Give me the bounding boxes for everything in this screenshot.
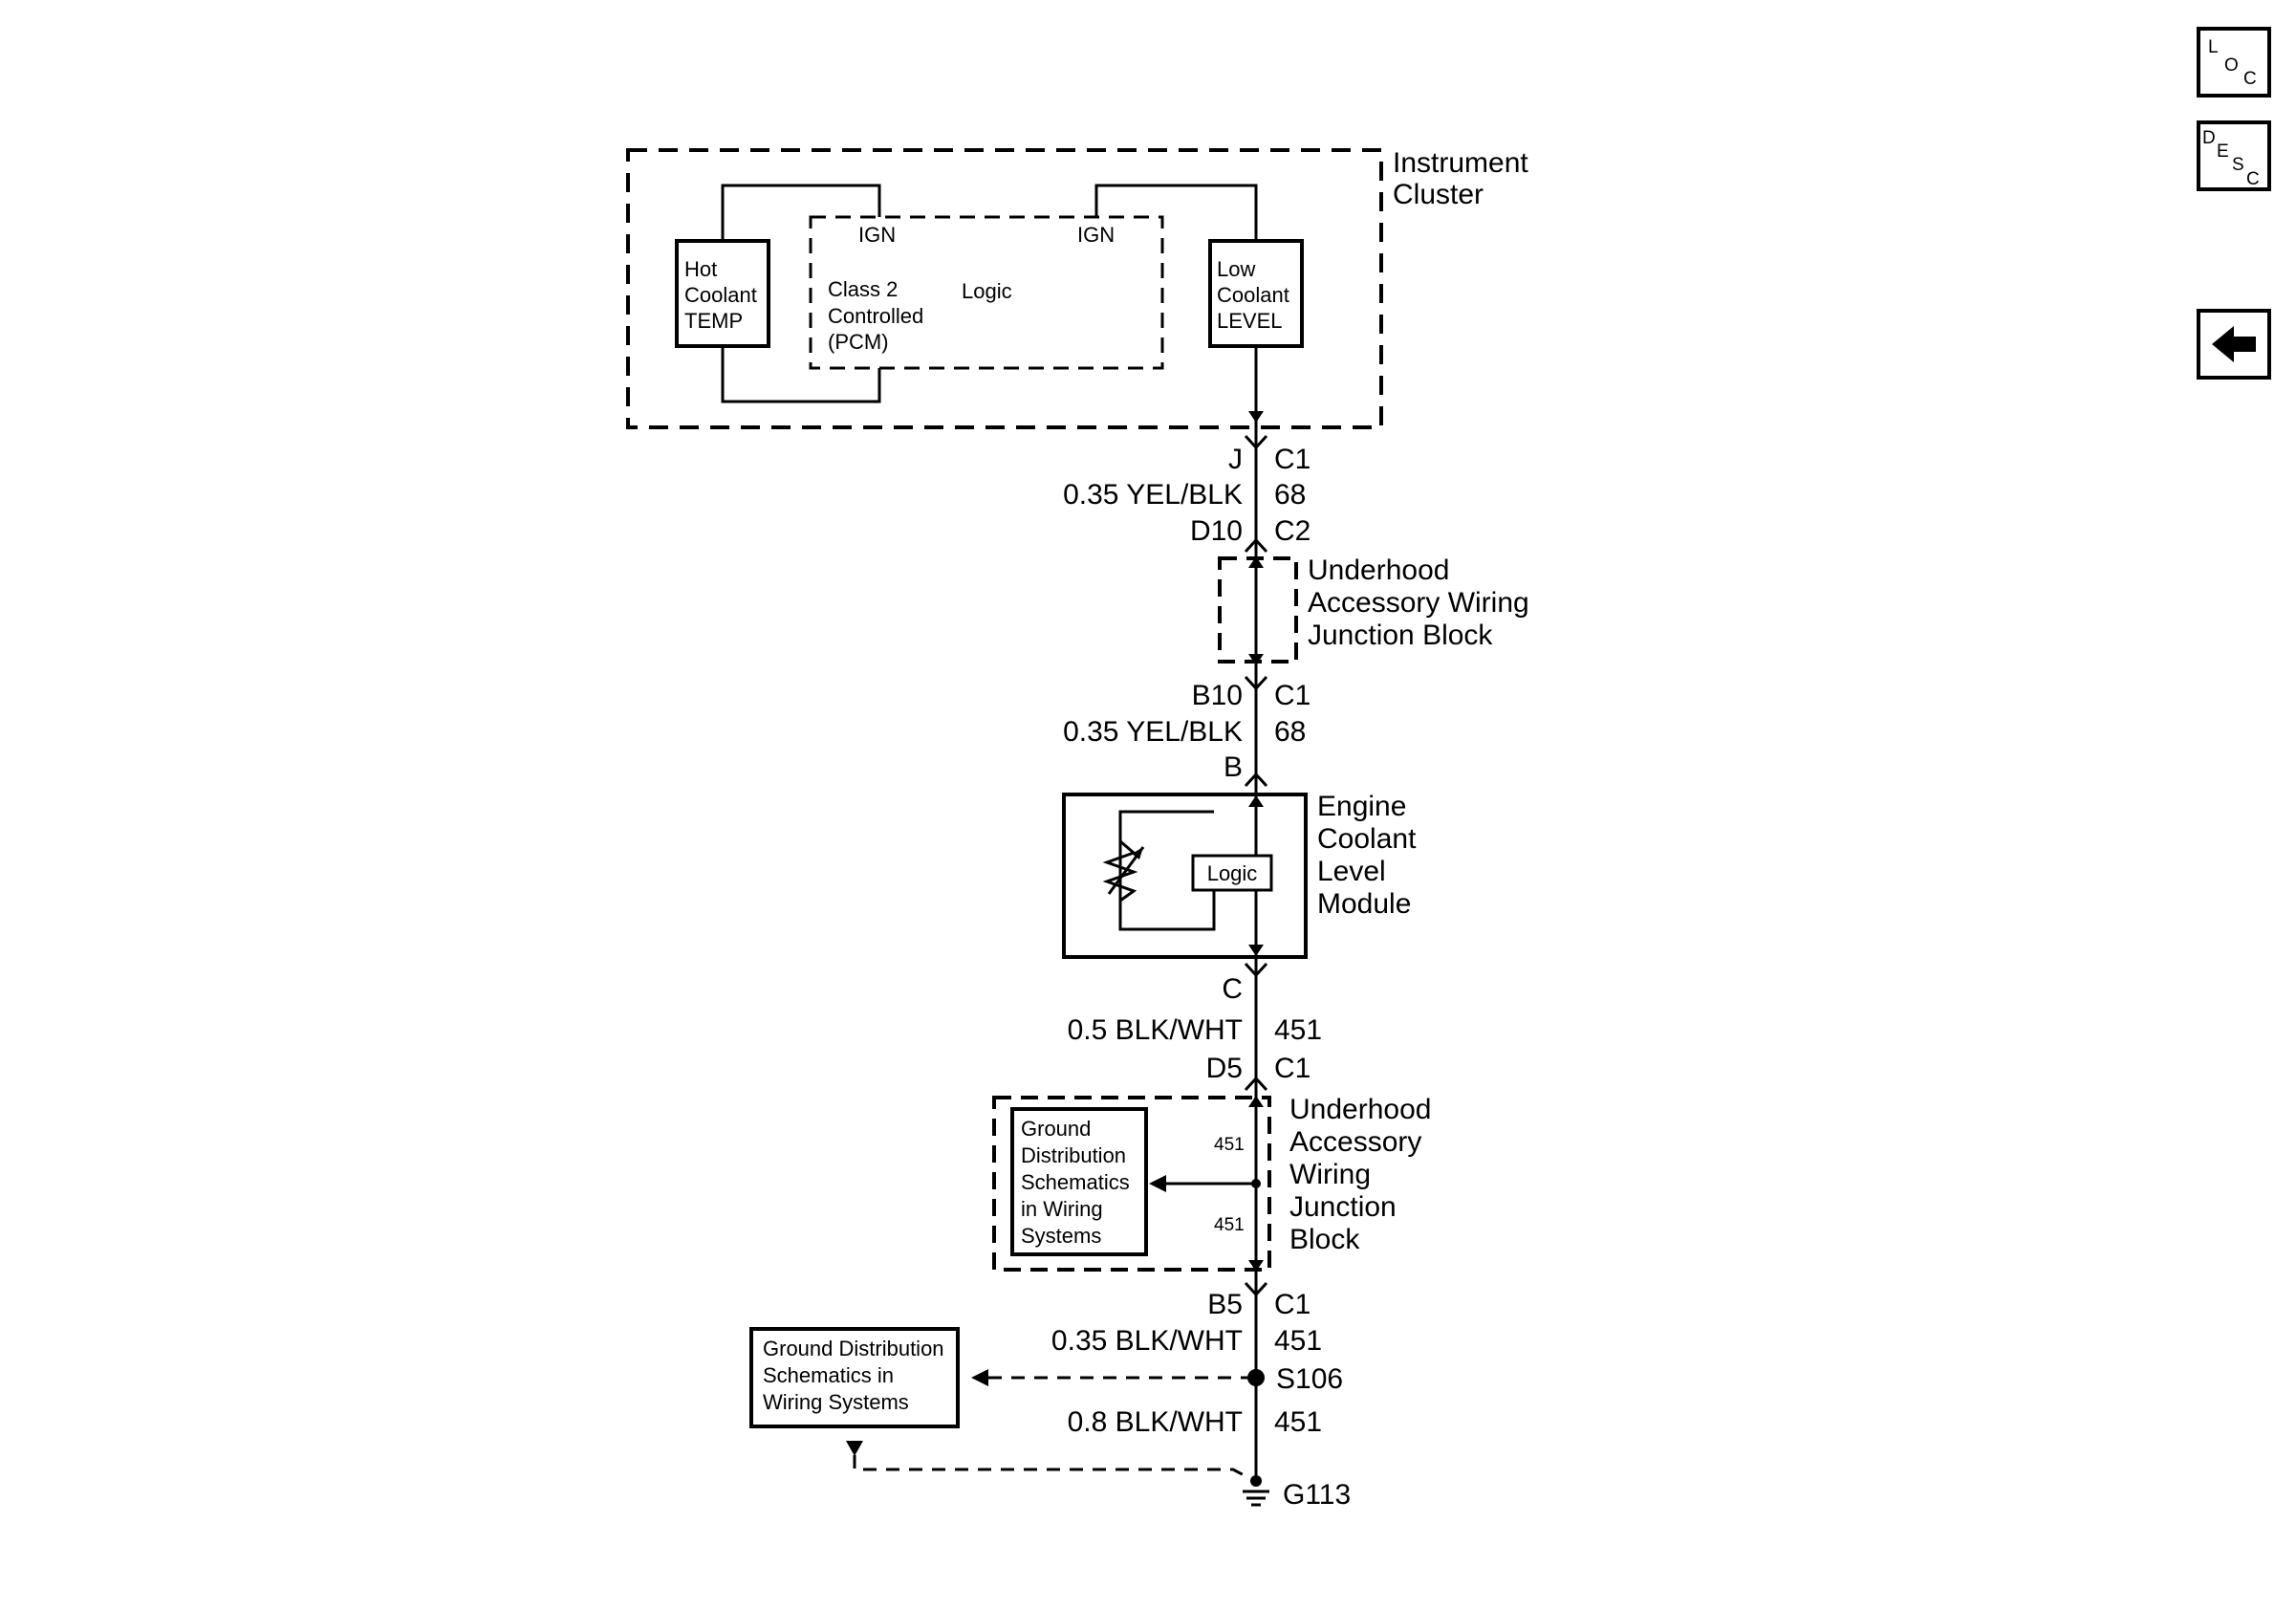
engine-coolant-level-module: Engine Coolant Level Module Logic [1062,791,1417,959]
wire-segment-1: J C1 0.35 YEL/BLK 68 D10 C2 [1063,444,1310,547]
hot-coolant-temp-indicator: Hot Coolant TEMP [675,239,770,348]
underhood-junction-block-1: Underhood Accessory Wiring Junction Bloc… [1218,555,1529,665]
svg-text:451: 451 [1214,1215,1245,1235]
svg-text:C1: C1 [1274,680,1310,711]
svg-text:D5: D5 [1206,1053,1243,1084]
svg-text:Schematics: Schematics [1021,1170,1130,1194]
circuit-number: 451 [1274,1014,1322,1046]
circuit-number: 68 [1274,716,1306,748]
svg-text:D: D [2202,128,2216,148]
svg-text:TEMP: TEMP [684,309,743,333]
logic-label: Logic [962,279,1012,303]
svg-text:Ground Distribution: Ground Distribution [763,1337,944,1360]
svg-text:Accessory Wiring: Accessory Wiring [1308,587,1529,619]
svg-text:O: O [2224,55,2239,76]
wire-color-label: 0.35 YEL/BLK [1063,716,1243,748]
svg-text:C: C [1222,973,1243,1005]
circuit-number: 451 [1274,1325,1322,1357]
svg-text:D10: D10 [1190,515,1243,547]
ground-distribution-reference-1[interactable]: Ground Distribution Schematics in Wiring… [1010,1107,1148,1256]
svg-text:Engine: Engine [1317,791,1406,822]
svg-text:Underhood: Underhood [1308,555,1449,586]
back-button[interactable] [2197,309,2271,380]
svg-text:in Wiring: in Wiring [1021,1197,1103,1221]
left-arrow-icon [2212,326,2256,362]
wire-color-label: 0.8 BLK/WHT [1068,1406,1243,1438]
ign-left-label: IGN [858,223,896,247]
svg-text:Distribution: Distribution [1021,1143,1126,1167]
svg-text:C: C [2243,69,2257,89]
low-coolant-level-indicator: Low Coolant LEVEL [1208,239,1304,348]
svg-text:C1: C1 [1274,444,1310,475]
svg-text:Coolant: Coolant [684,283,757,307]
svg-text:C2: C2 [1274,515,1310,547]
wire-color-label: 0.35 BLK/WHT [1051,1325,1243,1357]
svg-text:Hot: Hot [684,257,717,281]
svg-text:C1: C1 [1274,1053,1310,1084]
svg-text:(PCM): (PCM) [828,330,889,354]
svg-text:Wiring: Wiring [1289,1159,1371,1190]
wire-segment-2: B10 C1 0.35 YEL/BLK 68 B [1063,680,1310,783]
resistor-icon [1102,839,1145,903]
wire-segment-3: C 0.5 BLK/WHT 451 D5 C1 [1068,973,1322,1084]
splice-label: S106 [1276,1363,1343,1395]
svg-text:B10: B10 [1192,680,1243,711]
svg-text:Coolant: Coolant [1217,283,1289,307]
svg-text:C1: C1 [1274,1289,1310,1320]
svg-text:L: L [2208,37,2219,57]
splice-dot [1247,1369,1265,1386]
wire-color-label: 0.35 YEL/BLK [1063,479,1243,511]
svg-text:Controlled: Controlled [828,304,923,328]
svg-text:Low: Low [1217,257,1255,281]
wire-segment-5: 0.8 BLK/WHT 451 [1068,1406,1322,1438]
svg-text:B5: B5 [1207,1289,1243,1320]
svg-text:Coolant: Coolant [1317,823,1417,855]
svg-text:Junction: Junction [1289,1191,1397,1223]
svg-text:Module: Module [1317,888,1411,920]
svg-text:Block: Block [1289,1224,1360,1255]
module-logic-label: Logic [1207,861,1258,885]
svg-text:Accessory: Accessory [1289,1126,1421,1158]
svg-text:B: B [1224,751,1243,783]
svg-text:S: S [2232,155,2244,175]
svg-text:E: E [2217,141,2229,162]
loc-button[interactable]: L O C [2197,27,2271,98]
ign-right-label: IGN [1077,223,1115,247]
svg-text:LEVEL: LEVEL [1217,309,1283,333]
instrument-cluster-label: Instrument [1393,147,1528,179]
svg-text:C: C [2246,169,2260,189]
circuit-number: 68 [1274,479,1306,511]
svg-text:Underhood: Underhood [1289,1094,1431,1125]
svg-text:Wiring Systems: Wiring Systems [763,1390,909,1414]
svg-text:Class 2: Class 2 [828,277,898,301]
wire-color-label: 0.5 BLK/WHT [1068,1014,1243,1046]
logic-box [809,215,1164,370]
svg-text:Systems: Systems [1021,1224,1101,1248]
svg-text:J: J [1228,444,1243,475]
svg-text:Ground: Ground [1021,1117,1091,1141]
svg-text:Cluster: Cluster [1393,179,1484,210]
wire-segment-4: B5 C1 0.35 BLK/WHT 451 S106 [1051,1289,1343,1395]
underhood-junction-block-2: Underhood Accessory Wiring Junction Bloc… [992,1094,1431,1272]
desc-button[interactable]: D E S C [2197,120,2271,191]
ground-icon [1243,1475,1269,1507]
svg-text:Level: Level [1317,856,1386,887]
svg-text:451: 451 [1214,1135,1245,1155]
svg-text:Junction Block: Junction Block [1308,620,1493,651]
ground-distribution-reference-2[interactable]: Ground Distribution Schematics in Wiring… [749,1327,960,1428]
instrument-cluster: Instrument Cluster Hot Coolant TEMP Low … [626,147,1528,429]
svg-text:Schematics in: Schematics in [763,1363,894,1387]
ground-label: G113 [1283,1479,1351,1511]
circuit-number: 451 [1274,1406,1322,1438]
